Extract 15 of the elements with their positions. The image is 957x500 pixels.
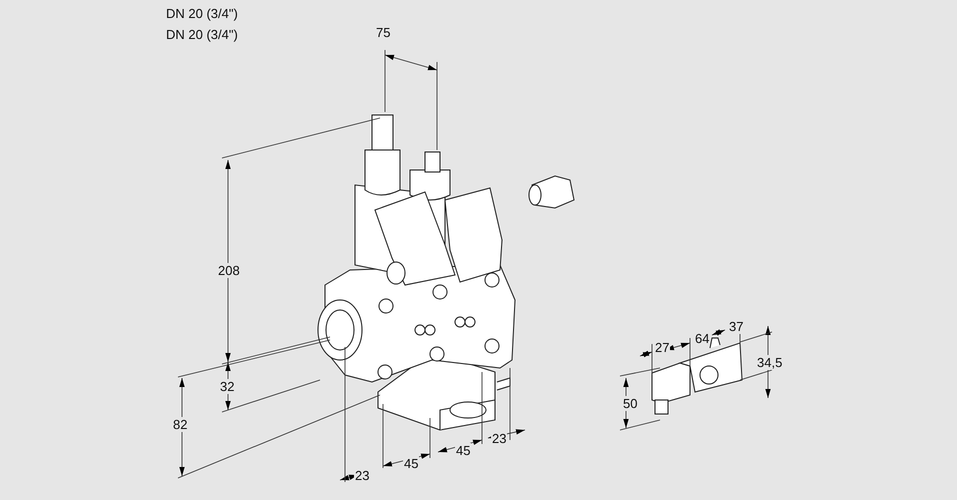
dimension-label: 208 bbox=[217, 263, 241, 278]
dimension-label: 37 bbox=[728, 319, 744, 334]
dimension-label: 82 bbox=[172, 417, 188, 432]
dimension-label: 34,5 bbox=[756, 355, 784, 370]
dimension-label: 45 bbox=[403, 456, 420, 471]
size-label: DN 20 (3/4") bbox=[165, 27, 239, 42]
size-label: DN 20 (3/4") bbox=[165, 6, 239, 21]
dimension-label: 23 bbox=[491, 431, 508, 446]
dimension-label: 50 bbox=[622, 396, 638, 411]
dimension-label: 27 bbox=[654, 340, 670, 355]
dimension-label: 32 bbox=[219, 379, 236, 394]
dimension-label: 45 bbox=[455, 443, 472, 458]
dimension-label: 23 bbox=[354, 468, 370, 483]
dimension-label: 75 bbox=[375, 25, 392, 40]
dimension-label: 64 bbox=[694, 331, 710, 346]
